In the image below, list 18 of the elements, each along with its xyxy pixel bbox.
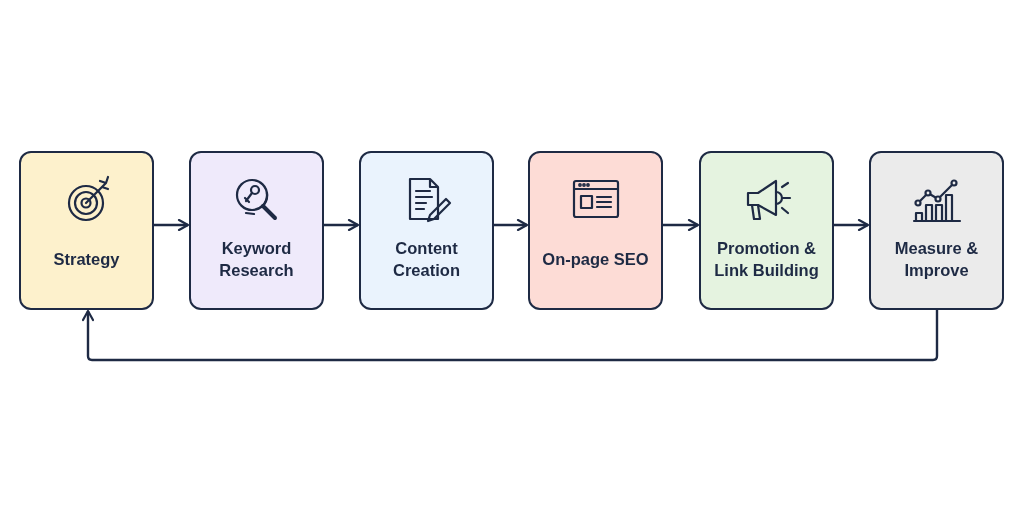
arrow — [81, 309, 939, 362]
step-label: Strategy — [52, 248, 121, 270]
step-label: On-page SEO — [541, 248, 650, 270]
step-label: Content Creation — [392, 237, 461, 281]
arrow — [154, 218, 190, 232]
arrow — [324, 218, 360, 232]
arrow — [663, 218, 700, 232]
step-box — [528, 151, 663, 310]
step-label: Promotion & Link Building — [713, 237, 820, 281]
step-box — [869, 151, 1004, 310]
step-box — [19, 151, 154, 310]
arrow — [834, 218, 870, 232]
step-label: Measure & Improve — [893, 237, 980, 281]
step-box — [359, 151, 494, 310]
step-box — [189, 151, 324, 310]
arrow — [494, 218, 529, 232]
step-box — [699, 151, 834, 310]
step-label: Keyword Research — [218, 237, 295, 281]
